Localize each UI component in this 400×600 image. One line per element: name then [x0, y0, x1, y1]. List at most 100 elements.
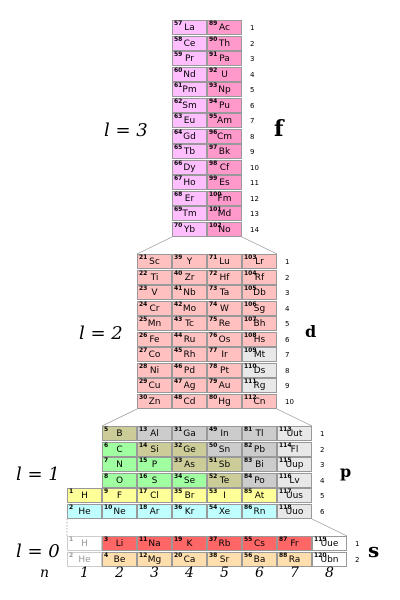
atomic-number: 53 [209, 488, 218, 495]
row-index: 6 [285, 335, 290, 344]
atomic-number: 3 [104, 536, 109, 543]
atomic-number: 85 [244, 488, 253, 495]
element-symbol: Cf [219, 162, 230, 173]
atomic-number: 75 [209, 316, 218, 323]
row-index: 4 [285, 304, 290, 313]
element-symbol: Ag [183, 381, 196, 391]
element-symbol: Rh [183, 350, 196, 360]
connector-line [136, 236, 173, 255]
n-axis-label: n [40, 565, 50, 581]
element-symbol: Nb [183, 288, 196, 298]
element-symbol: Kr [184, 506, 195, 517]
atomic-number: 26 [139, 331, 148, 339]
element-symbol: Po [254, 475, 265, 486]
element-symbol: Fe [149, 334, 160, 345]
d-block-letter: d [305, 322, 317, 341]
element-symbol: As [184, 460, 195, 470]
row-index: 1 [320, 430, 325, 438]
atomic-number: 71 [209, 254, 218, 261]
atomic-number: 58 [174, 35, 183, 43]
atomic-number: 59 [174, 51, 183, 58]
atomic-number: 32 [174, 441, 183, 449]
element-symbol: Ca [183, 554, 196, 565]
element-symbol: Ne [113, 506, 126, 517]
atomic-number: 54 [209, 503, 218, 511]
atomic-number: 37 [209, 536, 218, 543]
element-symbol: Cs [254, 539, 265, 549]
element-symbol: Te [219, 475, 230, 486]
element-symbol: Pt [220, 365, 229, 376]
atomic-number: 31 [174, 426, 183, 433]
element-symbol: Ga [183, 429, 196, 439]
element-symbol: Lr [255, 257, 264, 267]
atomic-number: 104 [244, 269, 257, 277]
atomic-number: 9 [104, 488, 109, 495]
element-symbol: Uuo [285, 506, 304, 517]
atomic-number: 45 [174, 347, 183, 354]
atomic-number: 8 [104, 472, 109, 480]
element-symbol: Re [218, 319, 231, 329]
atomic-number: 1 [69, 536, 74, 543]
element-symbol: Th [218, 38, 231, 49]
atomic-number: 91 [209, 51, 218, 58]
atomic-number: 50 [209, 441, 218, 449]
element-symbol: Pu [219, 100, 230, 111]
element-symbol: Dy [183, 162, 196, 173]
element-symbol: Cm [216, 131, 233, 142]
atomic-number: 93 [209, 82, 218, 89]
atomic-number: 65 [174, 144, 183, 151]
element-symbol: Uue [320, 539, 339, 549]
row-index: 1 [355, 540, 360, 548]
atomic-number: 68 [174, 190, 183, 198]
element-symbol: Sb [218, 460, 231, 470]
atomic-number: 51 [209, 457, 218, 464]
element-symbol: In [220, 429, 229, 439]
element-symbol: He [78, 554, 91, 565]
row-index: 13 [250, 210, 259, 218]
atomic-number: 16 [139, 472, 148, 480]
element-symbol: Os [218, 334, 231, 345]
element-symbol: Al [150, 429, 159, 439]
atomic-number: 107 [244, 316, 257, 323]
element-symbol: Si [150, 444, 159, 455]
row-index: 1 [250, 24, 255, 32]
element-symbol: Mt [253, 350, 266, 360]
atomic-number: 119 [314, 536, 327, 543]
atomic-number: 19 [174, 536, 183, 543]
atomic-number: 72 [209, 269, 218, 277]
atomic-number: 103 [244, 254, 257, 261]
atomic-number: 98 [209, 159, 218, 167]
atomic-number: 118 [279, 503, 292, 511]
connector-line [101, 408, 138, 427]
element-symbol: Er [184, 193, 195, 204]
element-symbol: Zr [184, 272, 195, 283]
atomic-number: 7 [104, 457, 109, 464]
s-block-letter: s [368, 538, 380, 562]
atomic-number: 106 [244, 300, 257, 308]
row-index: 6 [250, 101, 255, 110]
atomic-number: 112 [244, 393, 257, 401]
row-index: 7 [250, 117, 255, 125]
